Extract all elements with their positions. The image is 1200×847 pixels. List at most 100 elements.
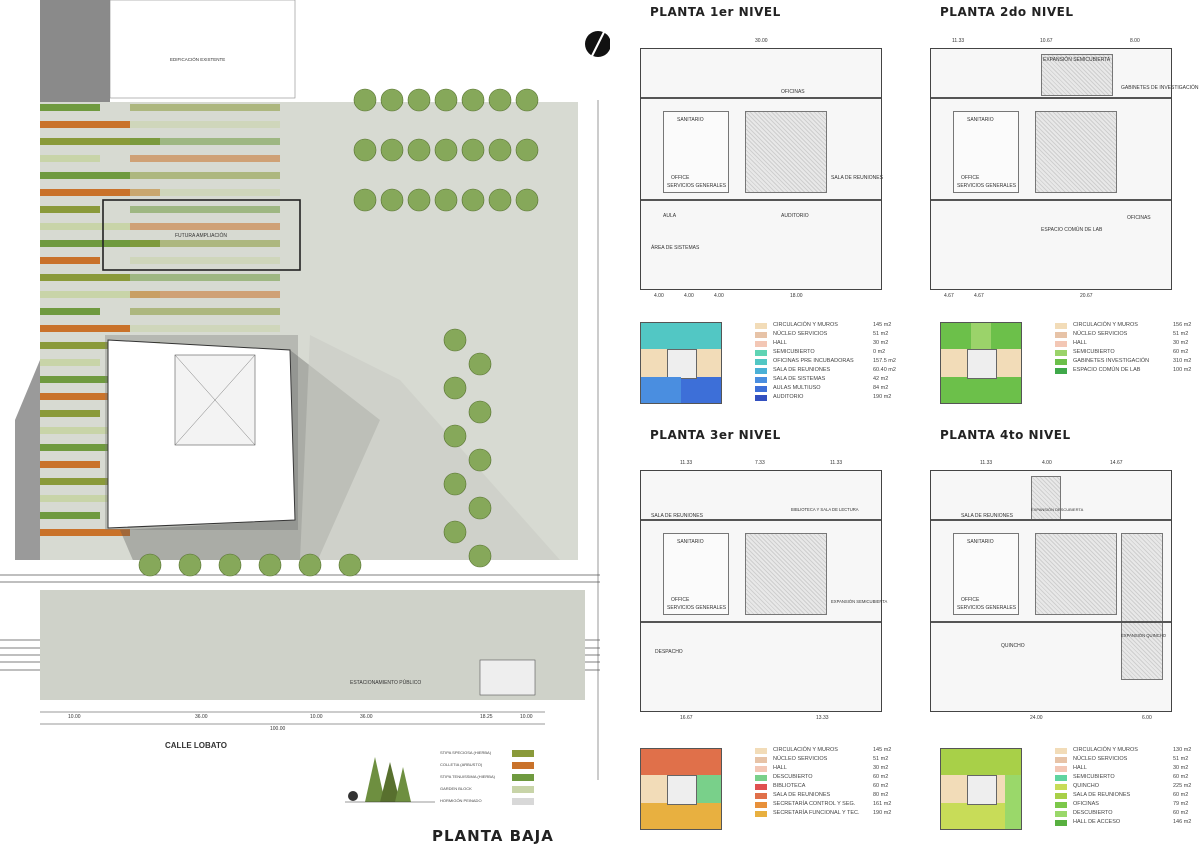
site-legend: STIPA SPECIOSA (HIERBA) COLLETIA (ARBUST… bbox=[440, 750, 540, 810]
legend-swatch bbox=[1055, 811, 1067, 817]
wall bbox=[641, 519, 881, 521]
legend-name: CIRCULACIÓN Y MUROS bbox=[773, 747, 838, 753]
wall bbox=[931, 621, 1171, 623]
room-label: SALA DE REUNIONES bbox=[831, 175, 883, 181]
tree bbox=[443, 472, 467, 496]
vegetation-stripe bbox=[40, 121, 130, 128]
legend-name: SALA DE REUNIONES bbox=[773, 367, 831, 373]
plan-dim: 11.33 bbox=[952, 38, 965, 44]
tree bbox=[461, 88, 485, 112]
plan-dim: 8.00 bbox=[1130, 38, 1140, 44]
vegetation-stripe bbox=[130, 104, 280, 111]
site-dim: 10.00 bbox=[68, 714, 81, 720]
parking-label: ESTACIONAMIENTO PÚBLICO bbox=[350, 680, 422, 686]
vegetation-stripe bbox=[40, 291, 160, 298]
legend-swatch bbox=[1055, 820, 1067, 826]
legend-name: SEMICUBIERTO bbox=[1073, 349, 1115, 355]
legend-swatch bbox=[1055, 775, 1067, 781]
room-label: AUDITORIO bbox=[781, 213, 809, 219]
wall bbox=[641, 97, 881, 99]
legend-swatch bbox=[755, 341, 767, 347]
legend-value: 0 m2 bbox=[873, 349, 886, 355]
legend-name: CIRCULACIÓN Y MUROS bbox=[1073, 747, 1138, 753]
tree bbox=[258, 553, 282, 577]
plan-dim: 11.33 bbox=[680, 460, 693, 466]
vegetation-stripe bbox=[40, 189, 160, 196]
room-label: AULA bbox=[663, 213, 677, 219]
tree bbox=[468, 448, 492, 472]
area-legend-3: CIRCULACIÓN Y MUROS 145 m2 NÚCLEO SERVICIO… bbox=[755, 747, 895, 831]
plan-dim: 4.67 bbox=[944, 293, 954, 299]
plan-top-dims: 11.33 7.33 11.33 bbox=[640, 460, 880, 468]
legend-value: 51 m2 bbox=[873, 331, 889, 337]
legend-value: 145 m2 bbox=[873, 747, 892, 753]
legend-value: 225 m2 bbox=[1173, 783, 1192, 789]
room-label: DESPACHO bbox=[655, 649, 683, 655]
vegetation-stripe bbox=[40, 223, 130, 230]
legend-name: NÚCLEO SERVICIOS bbox=[1073, 331, 1128, 337]
vegetation-stripe bbox=[40, 155, 100, 162]
legend-value: 30 m2 bbox=[873, 340, 889, 346]
legend-name: GARDEN BLOCK bbox=[440, 786, 472, 791]
zoning-diagram-1 bbox=[640, 322, 722, 404]
plan-dim: 13.33 bbox=[816, 715, 829, 721]
legend-swatch bbox=[755, 395, 767, 401]
floor-plan-4: SALA DE REUNIONES EXPANSIÓN DESCUBIERTA … bbox=[930, 470, 1172, 712]
legend-swatch bbox=[755, 377, 767, 383]
vegetation-stripe bbox=[40, 393, 160, 400]
vegetation-stripe bbox=[40, 274, 130, 281]
legend-value: 79 m2 bbox=[1173, 801, 1189, 807]
room-label: EXPANSIÓN SEMICUBIERTA bbox=[1043, 57, 1111, 63]
legend-value: 146 m2 bbox=[1173, 819, 1192, 825]
legend-swatch bbox=[755, 802, 767, 808]
vegetation-stripe bbox=[40, 257, 100, 264]
tree bbox=[468, 352, 492, 376]
tree bbox=[488, 188, 512, 212]
expansion-area bbox=[1031, 476, 1061, 520]
legend-swatch bbox=[755, 793, 767, 799]
legend-swatch bbox=[755, 368, 767, 374]
vegetation-stripe bbox=[40, 206, 100, 213]
legend-swatch bbox=[755, 775, 767, 781]
legend-value: 190 m2 bbox=[873, 810, 892, 816]
legend-value: 80 m2 bbox=[873, 792, 889, 798]
tree bbox=[353, 88, 377, 112]
legend-name: BIBLIOTECA bbox=[773, 783, 806, 789]
legend-name: NÚCLEO SERVICIOS bbox=[773, 756, 828, 762]
plan-dim: 20.67 bbox=[1080, 293, 1093, 299]
site-legend-item: STIPA SPECIOSA (HIERBA) bbox=[440, 750, 540, 759]
room-label: OFICINAS bbox=[781, 89, 805, 95]
plan-bottom-dims: 16.67 13.33 bbox=[640, 715, 880, 723]
site-legend-item: STIPA TENUISSIMA (HIERBA) bbox=[440, 774, 540, 783]
vegetation-stripe bbox=[130, 172, 280, 179]
tree bbox=[434, 188, 458, 212]
site-legend-item: GARDEN BLOCK bbox=[440, 786, 540, 795]
vegetation-stripe bbox=[130, 121, 280, 128]
void bbox=[1035, 533, 1117, 615]
plan-dim: 30.00 bbox=[755, 38, 768, 44]
legend-name: HALL bbox=[1073, 340, 1087, 346]
legend-name: ESPACIO COMÚN DE LAB bbox=[1073, 367, 1141, 373]
street-label: CALLE LOBATO bbox=[165, 741, 227, 750]
vegetation-stripe bbox=[130, 138, 280, 145]
room-label: OFFICE bbox=[671, 175, 690, 181]
tree bbox=[443, 424, 467, 448]
legend-swatch bbox=[1055, 757, 1067, 763]
vegetation-stripe bbox=[40, 495, 160, 502]
void bbox=[1035, 111, 1117, 193]
vegetation-stripe bbox=[40, 376, 130, 383]
